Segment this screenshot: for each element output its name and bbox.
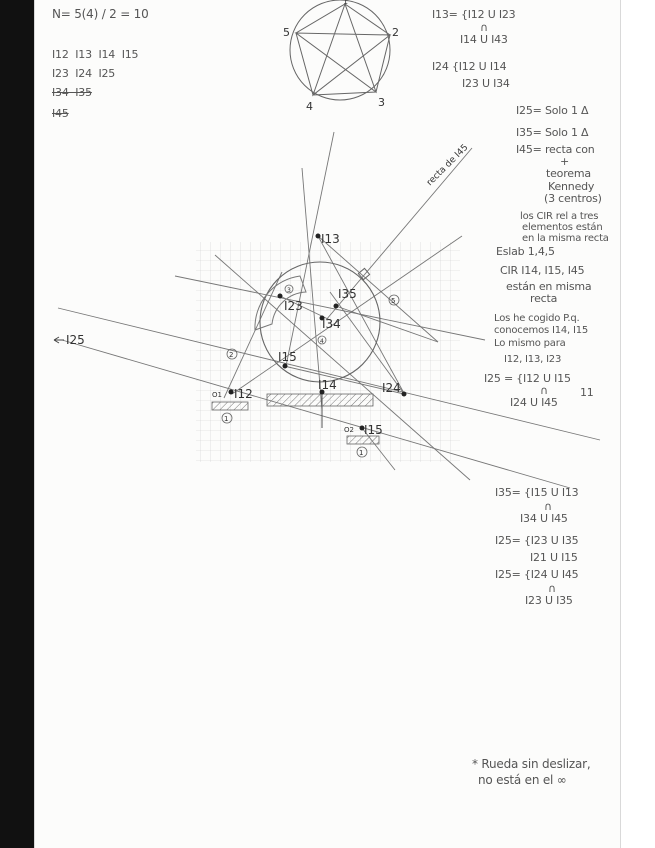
note-i25-solo: I25= Solo 1 Δ xyxy=(516,104,589,117)
note-i35-union-c: I34 U I45 xyxy=(520,512,568,525)
note-i25d-a: I25= {I24 U I45 xyxy=(495,568,579,581)
note-i25b-d: 11 xyxy=(580,386,594,399)
instant-centers-row2: I23 I24 I25 xyxy=(52,67,116,80)
pentagon-label-1: 1 xyxy=(343,0,348,6)
label-recta-i45: recta de I45 xyxy=(425,143,470,188)
ground-hatch-right xyxy=(346,435,380,445)
note-i25b-b: ∩ xyxy=(540,384,548,397)
circled-number-1a: 1 xyxy=(224,415,228,423)
note-eslab-b: CIR I14, I15, I45 xyxy=(500,264,585,277)
circled-number-5: 5 xyxy=(391,297,395,305)
footnote-line2: no está en el ∞ xyxy=(478,773,567,787)
note-i35-solo: I35= Solo 1 Δ xyxy=(516,126,589,139)
note-i45-a: I45= recta con xyxy=(516,143,595,156)
label-i24: I24 xyxy=(382,381,401,395)
note-i25d-b: ∩ xyxy=(548,582,556,595)
link-arc xyxy=(254,275,307,331)
graph-grid xyxy=(196,242,460,462)
pentagon-label-2: 2 xyxy=(392,26,399,39)
circled-number-2: 2 xyxy=(229,351,233,359)
note-eslab-c: están en misma xyxy=(506,280,592,293)
note-i25b-a: I25 = {I12 U I15 xyxy=(484,372,571,385)
i13-expression-3: I14 U I43 xyxy=(460,33,508,46)
note-i35-union-b: ∩ xyxy=(544,500,552,513)
circled-number-3: 3 xyxy=(287,287,291,294)
ground-hatch-main xyxy=(266,393,374,407)
label-i23: I23 xyxy=(284,299,303,313)
i13-expression-2: ∩ xyxy=(480,21,488,34)
i24-expression-1: I24 {I12 U I14 xyxy=(432,60,507,73)
pentagon-label-5: 5 xyxy=(283,26,290,39)
instant-centers-row1: I12 I13 I14 I15 xyxy=(52,48,139,61)
note-cogido-c: Lo mismo para xyxy=(494,338,566,349)
i24-expression-2: I23 U I34 xyxy=(462,77,510,90)
i13-expression-1: I13= {I12 U I23 xyxy=(432,8,516,21)
note-i45-d: Kennedy xyxy=(548,180,595,193)
construction-lines xyxy=(57,131,601,489)
note-cogido-a: Los he cogido P.q. xyxy=(494,313,580,324)
instant-centers-row4: I45 xyxy=(52,107,69,120)
pentagon-label-3: 3 xyxy=(378,96,385,109)
note-i45-e: (3 centros) xyxy=(544,192,602,205)
pentagon-label-4: 4 xyxy=(306,100,313,113)
note-cir-b: elementos están xyxy=(522,222,603,233)
page-dark-edge xyxy=(0,0,34,848)
footnote-line1: * Rueda sin deslizar, xyxy=(472,757,591,771)
note-i25c-b: I21 U I15 xyxy=(530,551,578,564)
note-i25c-a: I25= {I23 U I35 xyxy=(495,534,579,547)
note-cogido-b: conocemos I14, I15 xyxy=(494,325,589,336)
label-i35: I35 xyxy=(338,287,357,301)
label-i25-infinity: I25 xyxy=(66,333,85,347)
label-i12: I12 xyxy=(234,387,253,401)
n-formula: N= 5(4) / 2 = 10 xyxy=(52,7,149,21)
circled-link-numbers xyxy=(221,284,400,458)
note-cogido-d: I12, I13, I23 xyxy=(504,354,562,365)
note-i25d-c: I23 U I35 xyxy=(525,594,573,607)
instant-centers-row3: I34 I35 xyxy=(52,86,92,99)
ground-hatch-left xyxy=(211,401,249,411)
circled-number-1b: 1 xyxy=(359,449,363,457)
label-i13: I13 xyxy=(321,232,340,246)
arrow-head-icon xyxy=(53,336,60,344)
wheel-circle xyxy=(259,261,381,383)
note-eslab-d: recta xyxy=(530,292,558,305)
note-i25b-c: I24 U I45 xyxy=(510,396,558,409)
label-o2: O2 xyxy=(344,426,354,434)
label-i15-center: I15 xyxy=(278,350,297,364)
circled-number-4: 4 xyxy=(320,338,324,345)
label-i14: I14 xyxy=(318,378,337,392)
label-o1: O1 xyxy=(212,391,222,399)
pentagon-figure xyxy=(289,0,392,101)
note-i45-b: + xyxy=(560,155,570,168)
note-cir-a: los CIR rel a tres xyxy=(520,211,599,222)
square-marker xyxy=(357,267,371,281)
instant-center-points xyxy=(228,233,407,431)
label-i15-ground: I15 xyxy=(364,423,383,437)
label-i34: I34 xyxy=(322,317,341,331)
note-i45-c: teorema xyxy=(546,167,591,180)
note-i35-union-a: I35= {I15 U I13 xyxy=(495,486,579,499)
note-cir-c: en la misma recta xyxy=(522,233,609,244)
note-eslab-a: Eslab 1,4,5 xyxy=(496,245,555,258)
